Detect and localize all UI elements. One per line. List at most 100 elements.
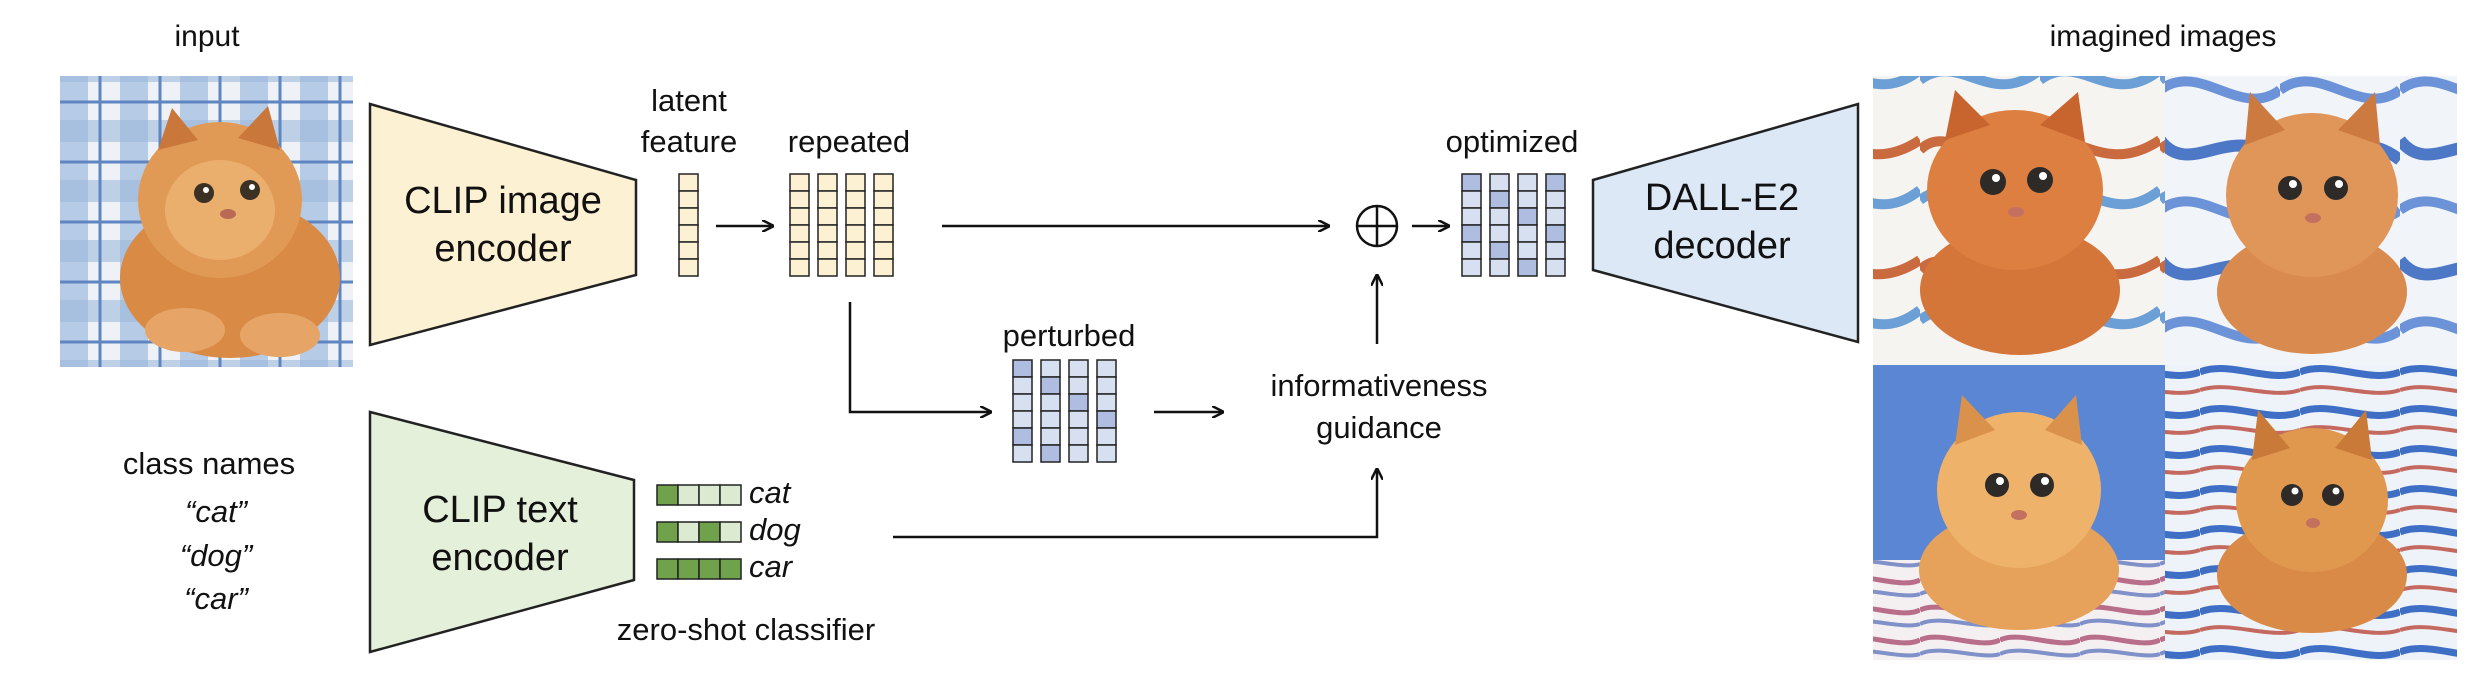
optimized-cell [1489,207,1510,226]
classifier-cell [719,521,742,543]
repeated-cell [845,207,866,226]
perturbed-cell [1012,376,1033,395]
perturbed-cell [1040,427,1061,446]
optimized-label: optimized [1446,124,1579,159]
classifier-label-dog: dog [749,512,801,547]
perturbed-cell [1012,393,1033,412]
perturbed-cell [1068,393,1089,412]
optimized-cell [1517,258,1538,277]
optimized-cell [1489,258,1510,277]
repeated-cell [845,224,866,243]
input-label: input [174,20,240,53]
repeated-cell [873,241,894,260]
optimized-cell [1517,207,1538,226]
perturbed-cell [1096,427,1117,446]
repeated-cell [873,190,894,209]
classifier-cell [677,484,700,506]
imagined-images-grid [1873,76,2457,660]
optimized-cell [1461,173,1482,192]
optimized-cell [1545,173,1566,192]
latent-cell [678,224,699,243]
repeated-cell [817,173,838,192]
latent-feature-vector [678,173,699,277]
clip-image-encoder: CLIP image encoder [368,102,638,347]
latent-cell [678,241,699,260]
perturbed-cell [1096,393,1117,412]
imagined-image-3 [1873,365,2165,660]
perturbed-cell [1040,393,1061,412]
optimized-cell [1517,173,1538,192]
class-name-dog: “dog” [180,538,254,573]
perturbed-cell [1068,376,1089,395]
optimized-cell [1489,241,1510,260]
latent-cell [678,207,699,226]
classifier-label-cat: cat [749,475,792,510]
classifier-cell [656,521,679,543]
perturbed-cell [1040,376,1061,395]
optimized-cell [1461,207,1482,226]
image-encoder-label-1: CLIP image [404,180,602,222]
classifier-cell [698,558,721,580]
perturbed-cell [1012,427,1033,446]
classifier-cell [656,558,679,580]
guidance-label-2: guidance [1316,410,1442,445]
perturbed-cell [1012,410,1033,429]
optimized-cell [1489,173,1510,192]
repeated-cell [789,207,810,226]
repeated-cell [789,224,810,243]
repeated-cell [873,173,894,192]
repeated-cell [817,190,838,209]
repeated-cell [845,241,866,260]
optimized-cell [1461,190,1482,209]
imagined-image-1 [1873,76,2165,365]
decoder-label-2: decoder [1653,225,1791,267]
optimized-cell [1545,207,1566,226]
arrow-repeated-to-perturbed [848,302,990,412]
repeated-cell [817,241,838,260]
repeated-cell [845,258,866,277]
repeated-cell [789,258,810,277]
perturbed-feature-matrix [1012,359,1117,463]
optimized-feature-matrix [1461,173,1566,277]
classifier-cell [677,558,700,580]
repeated-label: repeated [788,124,910,159]
perturbed-cell [1068,444,1089,463]
classifier-cell [677,521,700,543]
optimized-cell [1461,224,1482,243]
classifier-cell [656,484,679,506]
repeated-cell [873,258,894,277]
image-encoder-label-2: encoder [434,228,572,270]
perturbed-cell [1068,410,1089,429]
input-cat-image [60,76,353,367]
perturbed-cell [1096,444,1117,463]
optimized-cell [1517,190,1538,209]
repeated-cell [873,224,894,243]
imagined-image-4 [2165,365,2457,660]
classifier-cell [698,484,721,506]
perturbed-cell [1068,359,1089,378]
classifier-label-car: car [749,549,794,584]
perturbed-cell [1096,410,1117,429]
optimized-cell [1545,258,1566,277]
perturbed-cell [1040,359,1061,378]
text-encoder-label-2: encoder [431,537,569,579]
dalle2-decoder: DALL-E2 decoder [1591,102,1860,344]
repeated-cell [789,190,810,209]
perturbed-cell [1096,359,1117,378]
repeated-cell [873,207,894,226]
perturbed-cell [1040,444,1061,463]
repeated-cell [817,258,838,277]
optimized-cell [1461,241,1482,260]
imagined-images-label: imagined images [2050,20,2277,53]
repeated-cell [789,173,810,192]
perturbed-cell [1068,427,1089,446]
optimized-cell [1489,224,1510,243]
imagined-image-2 [2165,76,2457,365]
decoder-label-1: DALL-E2 [1645,177,1799,219]
optimized-cell [1545,190,1566,209]
classifier-cell [719,484,742,506]
arrow-classifier-to-guidance [893,470,1377,539]
repeated-feature-matrix [789,173,894,277]
